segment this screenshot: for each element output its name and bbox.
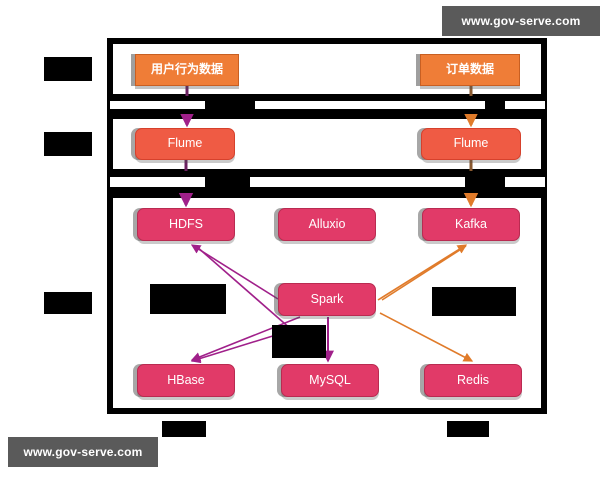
gap-strip-collect-left — [110, 177, 205, 187]
node-user-behavior-data[interactable]: 用户行为数据 — [135, 54, 239, 86]
node-mysql[interactable]: MySQL — [281, 364, 379, 397]
redaction-tier-label-source — [44, 57, 92, 81]
node-kafka[interactable]: Kafka — [422, 208, 520, 241]
node-flume-right[interactable]: Flume — [421, 128, 521, 160]
redaction-caption-bottom-right — [447, 421, 489, 437]
redaction-annotation-below-spark — [272, 325, 326, 358]
node-flume-left[interactable]: Flume — [135, 128, 235, 160]
watermark-bottom: www.gov-serve.com — [8, 437, 158, 467]
redaction-tier-label-collect — [44, 132, 92, 156]
node-redis[interactable]: Redis — [424, 364, 522, 397]
watermark-top: www.gov-serve.com — [442, 6, 600, 36]
redaction-caption-bottom-left — [162, 421, 206, 437]
node-spark[interactable]: Spark — [278, 283, 376, 316]
node-alluxio[interactable]: Alluxio — [278, 208, 376, 241]
gap-strip-source-left — [110, 101, 205, 109]
gap-strip-source-right — [505, 101, 545, 109]
gap-strip-collect-right — [505, 177, 545, 187]
node-hdfs[interactable]: HDFS — [137, 208, 235, 241]
node-hbase[interactable]: HBase — [137, 364, 235, 397]
gap-strip-source — [255, 101, 485, 109]
redaction-annotation-left-of-spark — [150, 284, 226, 314]
node-order-data[interactable]: 订单数据 — [420, 54, 520, 86]
redaction-tier-label-storage — [44, 292, 92, 314]
gap-strip-collect — [250, 177, 465, 187]
redaction-annotation-right-of-spark — [432, 287, 516, 316]
